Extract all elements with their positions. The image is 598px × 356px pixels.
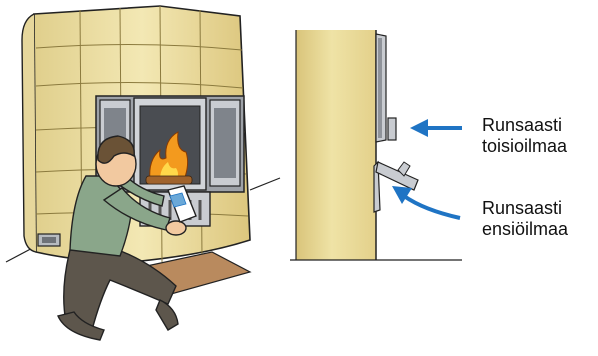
primary-air-label: Runsaasti ensiöilmaa	[482, 198, 568, 240]
tiled-stove	[21, 5, 251, 263]
kneeling-person	[57, 135, 197, 341]
secondary-air-label-line2: toisioilmaa	[482, 136, 568, 156]
secondary-air-arrow	[410, 119, 462, 137]
primary-air-label-line2: ensiöilmaa	[482, 219, 569, 239]
primary-air-label-line1: Runsaasti	[482, 198, 563, 218]
secondary-air-label-line1: Runsaasti	[482, 115, 563, 135]
cross-section	[290, 30, 462, 261]
primary-air-arrow	[392, 186, 461, 220]
secondary-air-label: Runsaasti toisioilmaa	[482, 115, 567, 157]
fire-icon	[145, 131, 193, 185]
